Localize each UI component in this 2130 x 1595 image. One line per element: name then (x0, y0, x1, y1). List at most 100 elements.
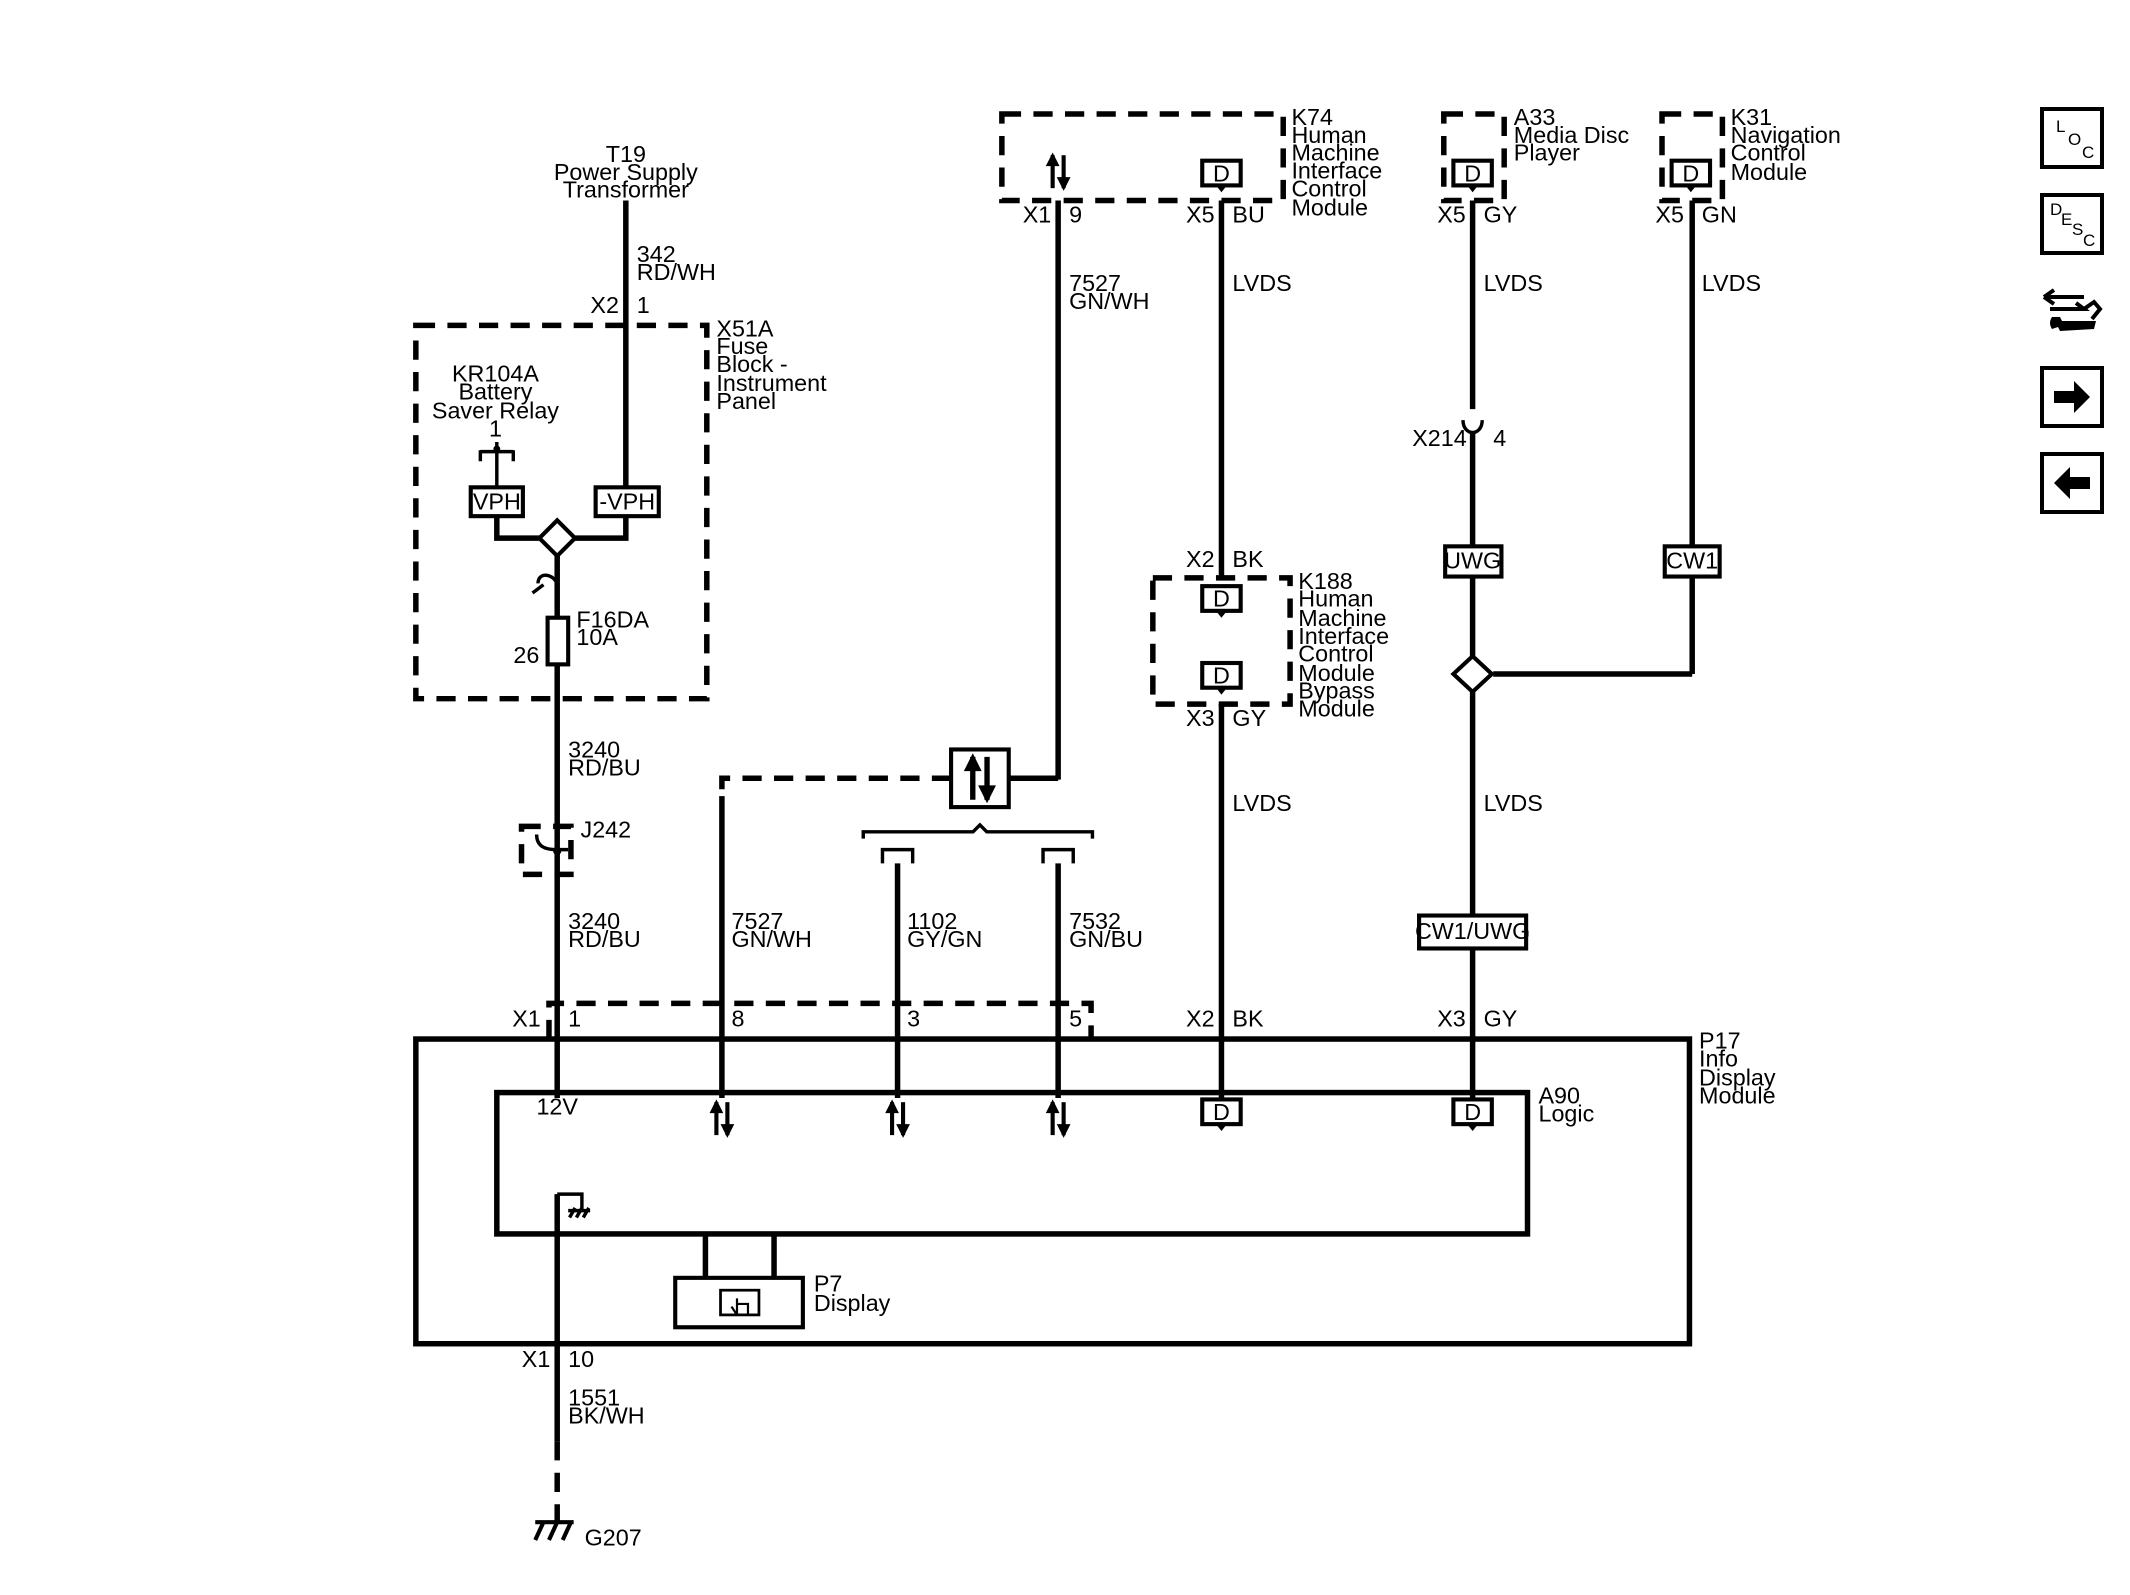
k74-line-5: Module (1291, 195, 1368, 221)
splice-brace (861, 822, 1095, 839)
fuse-connector-symbol (531, 573, 559, 595)
loc-letter-o: O (2068, 130, 2082, 149)
k74-x5-pin: BU (1232, 201, 1264, 227)
a33-line-1: Media Disc (1514, 122, 1630, 148)
a33-line-0: A33 (1514, 104, 1556, 130)
a90-lvds-x2-symbol (1202, 1099, 1240, 1131)
k188-lvds-in-symbol (1202, 586, 1240, 618)
g207-label: G207 (585, 1524, 642, 1550)
lvds-p17-label: LVDS (1484, 790, 1543, 816)
k74-line-4: Control (1291, 175, 1366, 201)
x51a-line-4: Panel (716, 388, 776, 414)
p17-x3-connector: X3 (1437, 1006, 1466, 1032)
a90-data-arrows-5-icon (1046, 1099, 1071, 1137)
k31-line-0: K31 (1731, 104, 1773, 130)
wire-7527-dashed (719, 775, 952, 797)
p17-module-box (413, 1036, 1693, 1347)
connector-wrench-icon (2042, 288, 2103, 331)
p17-line-1: Info (1699, 1045, 1738, 1071)
p17-line-2: Display (1699, 1065, 1776, 1091)
k188-lvds-out-symbol (1202, 663, 1240, 695)
k74-line-2: Machine (1291, 140, 1379, 166)
w1102-color: GY/GN (907, 926, 982, 952)
p17-x2-connector: X2 (1186, 1006, 1215, 1032)
w7532-color: GN/BU (1069, 926, 1143, 952)
arrow-right-icon (2054, 381, 2090, 413)
p17-line-3: Module (1699, 1083, 1776, 1109)
w342-color: RD/WH (637, 259, 716, 285)
lvds-k31-label: LVDS (1702, 270, 1761, 296)
k74-lvds-symbol (1202, 160, 1240, 192)
k188-line-5: Module (1298, 660, 1375, 686)
w1551-color: BK/WH (568, 1402, 644, 1428)
k188-line-2: Machine (1298, 605, 1386, 631)
p17-pin-5: 5 (1069, 1006, 1082, 1032)
relay-diamond (536, 517, 578, 559)
a90-line-1: Logic (1538, 1100, 1594, 1126)
k31-lvds-symbol (1672, 160, 1710, 192)
k188-line-6: Bypass (1298, 678, 1375, 704)
fuse-rating: 10A (576, 624, 618, 650)
w7527top-color: GN/WH (1069, 288, 1149, 314)
splice-pin-1102 (880, 847, 915, 864)
a90-data-arrows-3-icon (885, 1099, 910, 1137)
p17-line-0: P17 (1699, 1028, 1741, 1054)
wire-vph-bus (494, 516, 629, 541)
arrow-left-icon (2054, 467, 2090, 499)
k188-line-3: Interface (1298, 623, 1389, 649)
prev-button[interactable] (2040, 452, 2104, 514)
fuse-name: F16DA (576, 606, 649, 632)
k188-line-1: Human (1298, 586, 1373, 612)
kr104a-line-0: KR104A (452, 361, 539, 387)
connector-wrench-button[interactable] (2040, 279, 2104, 341)
w7527-color: GN/WH (732, 926, 812, 952)
t19-line-1: Power Supply (554, 159, 698, 185)
t19-line-2: Transformer (563, 177, 689, 203)
x51a-line-3: Instrument (716, 370, 827, 396)
w1551-number: 1551 (568, 1384, 620, 1410)
lvds-a33-label: LVDS (1484, 270, 1543, 296)
w3240b-number: 3240 (568, 908, 620, 934)
loc-button[interactable]: L O C (2040, 107, 2104, 169)
p17-x3-pin: GY (1484, 1006, 1518, 1032)
splice-pin-7532 (1041, 847, 1075, 864)
neg-vph-label: -VPH (599, 488, 655, 514)
k31-line-1: Navigation (1731, 122, 1841, 148)
loc-letter-l: L (2056, 117, 2066, 136)
a33-x5-pin: GY (1484, 201, 1518, 227)
a90-lvds-x3-symbol (1453, 1099, 1491, 1131)
w7532-number: 7532 (1069, 908, 1121, 934)
w3240a-color: RD/BU (568, 755, 641, 781)
lvds-diamond (1450, 653, 1495, 695)
k31-x5-pin: GN (1702, 201, 1737, 227)
x51a-line-2: Block - (716, 351, 787, 377)
x51a-line-0: X51A (716, 315, 774, 341)
fuse-pin: 26 (513, 642, 539, 668)
vph-label: VPH (473, 488, 521, 514)
a90-line-0: A90 (1538, 1083, 1580, 1109)
desc-letter-e: E (2061, 210, 2073, 229)
x51a-fuse-block-box (413, 322, 710, 702)
k188-x2-pin: BK (1232, 546, 1264, 572)
lvds-k74-label: LVDS (1232, 270, 1291, 296)
lvds-k188-label: LVDS (1232, 790, 1291, 816)
x214-pin: 4 (1493, 425, 1506, 451)
desc-letter-s: S (2072, 220, 2084, 239)
desc-button[interactable]: D E S C (2040, 193, 2104, 255)
next-button[interactable] (2040, 366, 2104, 428)
w3240b-color: RD/BU (568, 926, 641, 952)
a90-data-arrows-8-icon (710, 1099, 735, 1137)
x214-label: X214 (1412, 425, 1467, 451)
k188-line-7: Module (1298, 696, 1375, 722)
p17-x2-pin: BK (1232, 1006, 1264, 1032)
k31-line-2: Control (1731, 140, 1806, 166)
k188-line-4: Control (1298, 641, 1373, 667)
a90-ground-icon (557, 1192, 591, 1219)
w7527top-number: 7527 (1069, 270, 1121, 296)
a90-12v-label: 12V (536, 1094, 578, 1120)
neg-vph-box (593, 485, 661, 519)
k31-line-3: Module (1731, 159, 1808, 185)
x51a-line-1: Fuse (716, 333, 768, 359)
j242-splice-symbol (534, 834, 569, 856)
k74-data-arrows-icon (1046, 152, 1071, 190)
